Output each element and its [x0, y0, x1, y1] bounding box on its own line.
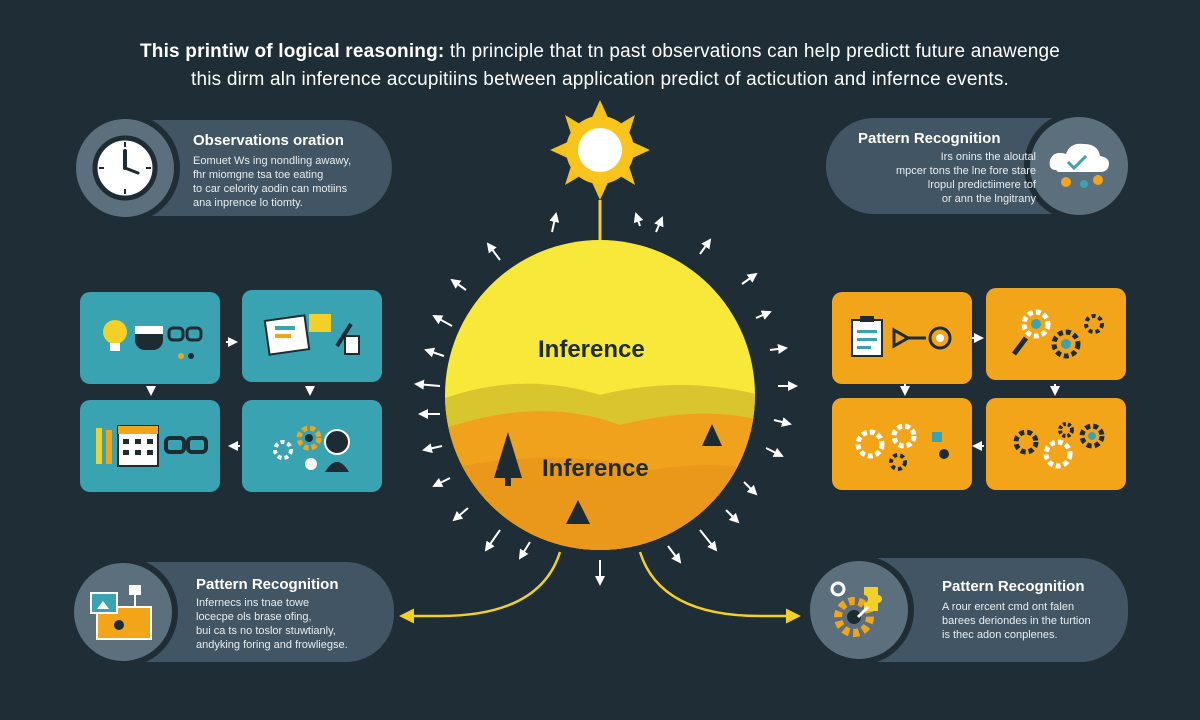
gear-puzzle-icon — [830, 581, 882, 637]
tree-icon — [702, 424, 722, 446]
notes-icon — [263, 314, 360, 356]
inference-circle — [445, 240, 755, 550]
title-bold: This printiw of logical reasoning: — [139, 41, 445, 62]
title-rest: th principle that tn past observations c… — [444, 41, 1061, 62]
pattern-br-icon-circle — [804, 555, 914, 665]
observations-title: Observations oration — [193, 132, 344, 149]
lightbulb-glasses-icon — [103, 320, 203, 359]
pattern-card-top: Pattern Recognition Irs onins the alouta… — [826, 111, 1134, 221]
sun-icon — [550, 100, 650, 242]
tile-left-4 — [242, 400, 382, 492]
pattern-br-title: Pattern Recognition — [942, 578, 1085, 595]
tile-right-2 — [986, 288, 1126, 380]
gears-icon — [855, 423, 949, 471]
gears-network-icon — [1013, 422, 1105, 469]
tree-icon — [494, 432, 522, 486]
tile-left-2 — [242, 290, 382, 382]
radial-arrows — [414, 212, 798, 586]
tile-left-1 — [80, 292, 220, 384]
observations-card: Observations oration Eomuet Ws ing nondl… — [70, 113, 392, 223]
tree-icon — [566, 500, 590, 524]
pattern-bl-title: Pattern Recognition — [196, 576, 339, 593]
tile-right-1 — [832, 292, 972, 384]
inference-label-top: Inference — [538, 336, 645, 363]
pattern-bl-icon-circle — [68, 557, 178, 667]
observations-icon-circle — [70, 113, 180, 223]
pattern-bl-text: Infernecs ins tnae towe locecpe ols bras… — [196, 597, 348, 651]
tile-right-4 — [986, 398, 1126, 490]
inference-label-bottom: Inference — [542, 455, 649, 482]
pattern-br-text: A rour ercent cmd ont falen barees derio… — [942, 601, 1091, 641]
observations-text: Eomuet Ws ing nondling awawy, fhr miomgn… — [193, 155, 352, 209]
bottom-connectors — [399, 551, 801, 624]
page-title: This printiw of logical reasoning: th pr… — [60, 38, 1140, 94]
pattern-card-bottom-right: Pattern Recognition A rour ercent cmd on… — [804, 555, 1128, 665]
pattern-top-title: Pattern Recognition — [858, 130, 1001, 147]
cloud-gears-icon — [1049, 143, 1109, 188]
title-line-2: this dirm aln inference accupitiins betw… — [190, 69, 1010, 90]
pattern-top-icon-circle — [1024, 111, 1134, 221]
title-line-1: This printiw of logical reasoning: th pr… — [60, 38, 1140, 66]
pattern-top-text: Irs onins the aloutal mpcer tons the lne… — [895, 151, 1036, 205]
tile-right-3 — [832, 398, 972, 490]
pattern-card-bottom-left: Pattern Recognition Infernecs ins tnae t… — [68, 557, 394, 667]
tile-left-3 — [80, 400, 220, 492]
clock-icon — [92, 135, 158, 201]
gears-person-icon — [273, 425, 350, 472]
screen-gear-icon — [90, 585, 152, 640]
calendar-glasses-icon — [96, 425, 208, 467]
tile-arrows — [146, 333, 1060, 451]
gears-search-icon — [1012, 309, 1104, 359]
clipboard-arrow-icon — [851, 316, 952, 357]
